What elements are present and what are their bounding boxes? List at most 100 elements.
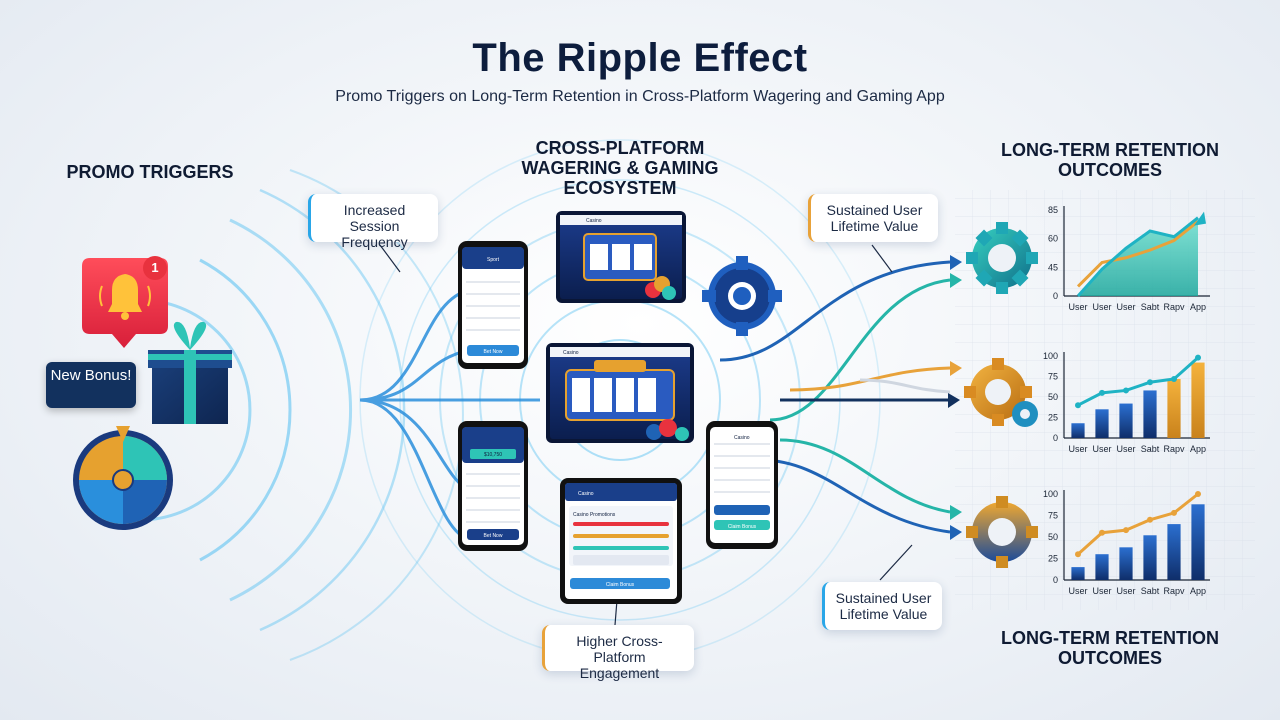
flow-arrows-right [719, 260, 951, 534]
x-tick-label: User [1092, 444, 1111, 454]
bar [1071, 423, 1085, 438]
phone-sport-top-button[interactable]: Bet Now [484, 349, 503, 355]
y-tick-label: 25 [1048, 554, 1058, 564]
gear-orange-icon [964, 358, 1038, 427]
notification-count-badge: 1 [143, 256, 167, 280]
bar [1119, 547, 1133, 580]
retention-heading-bottom: LONG-TERM RETENTION OUTCOMES [1001, 628, 1219, 668]
bar [1191, 362, 1205, 438]
y-tick-label: 0 [1053, 575, 1058, 585]
y-tick-label: 100 [1043, 489, 1058, 499]
gear-icon [702, 256, 782, 336]
bar [1143, 535, 1157, 580]
bar [1095, 409, 1109, 438]
trend-point [1195, 354, 1201, 361]
arrowheads [948, 255, 962, 540]
trend-point [1075, 551, 1081, 558]
new-bonus-badge: New Bonus! [46, 362, 136, 408]
bar [1119, 403, 1133, 438]
tablet-casino-bottom [560, 478, 682, 604]
bar [1167, 378, 1181, 438]
trend-line [1077, 356, 1199, 407]
y-tick-label: 60 [1048, 234, 1058, 244]
trend-arrowhead [1194, 211, 1206, 226]
x-tick-label: User [1068, 302, 1087, 312]
x-tick-label: App [1190, 302, 1206, 312]
y-tick-label: 25 [1048, 413, 1058, 423]
y-tick-label: 0 [1053, 433, 1058, 443]
x-tick-label: Sabt [1141, 444, 1160, 454]
page-title: The Ripple Effect [472, 36, 808, 80]
bar [1167, 524, 1181, 580]
tablet-bottom-card-title: Casino Promotions [573, 512, 616, 518]
x-tick-label: App [1190, 586, 1206, 596]
phone-sport-top-header: Sport [487, 257, 500, 263]
x-tick-label: User [1116, 302, 1135, 312]
trend-point [1075, 402, 1081, 409]
bar [1143, 390, 1157, 438]
x-tick-label: App [1190, 444, 1206, 454]
x-tick-label: User [1116, 586, 1135, 596]
tablet-bottom-button[interactable]: Claim Bonus [606, 582, 635, 588]
tablet-bottom-header: Casino [578, 491, 594, 497]
series-line-teal [1076, 216, 1199, 298]
phone-right-button[interactable]: Claim Bonus [728, 524, 757, 530]
phone-casino-right [706, 421, 778, 549]
tablet-casino-mid [546, 343, 694, 443]
phone-right-header: Casino [734, 435, 750, 441]
y-tick-label: 75 [1048, 511, 1058, 521]
phone-sport-bottom [458, 421, 528, 551]
trend-point [1171, 375, 1177, 382]
y-tick-label: 50 [1048, 392, 1058, 402]
trend-point [1123, 527, 1129, 534]
x-tick-label: User [1092, 586, 1111, 596]
page-subtitle: Promo Triggers on Long-Term Retention in… [335, 88, 945, 105]
series-area [1078, 217, 1198, 296]
trend-point [1099, 529, 1105, 536]
x-tick-label: User [1116, 444, 1135, 454]
trend-point [1147, 516, 1153, 523]
callout-lifetime-value-top: Sustained User Lifetime Value [808, 194, 938, 242]
x-tick-label: Rapv [1163, 586, 1185, 596]
bar [1071, 567, 1085, 580]
gear-gradient-icon [966, 496, 1038, 568]
tablet-top-header: Casino [586, 218, 602, 224]
bar [1191, 504, 1205, 580]
x-tick-label: User [1068, 586, 1087, 596]
y-tick-label: 0 [1053, 291, 1058, 301]
y-tick-label: 50 [1048, 532, 1058, 542]
y-tick-label: 85 [1048, 205, 1058, 215]
promo-triggers-heading: PROMO TRIGGERS [66, 162, 234, 182]
trend-point [1099, 389, 1105, 396]
callout-session-frequency: Increased Session Frequency [308, 194, 438, 250]
trend-point [1171, 509, 1177, 516]
y-tick-label: 45 [1048, 262, 1058, 272]
x-tick-label: Rapv [1163, 302, 1185, 312]
trend-point [1147, 379, 1153, 386]
gift-icon [148, 321, 232, 424]
callout-leaders [379, 244, 913, 626]
tablet-mid-header: Casino [563, 350, 579, 356]
phone-sport-top [458, 241, 528, 369]
prize-wheel-icon [73, 426, 173, 530]
callout-cross-platform-engagement: Higher Cross-Platform Engagement [542, 625, 694, 681]
trend-point [1123, 387, 1129, 394]
bell-icon [82, 258, 168, 348]
y-tick-label: 75 [1048, 372, 1058, 382]
phone-sport-bottom-amount: $10,750 [484, 452, 502, 458]
bar [1095, 554, 1109, 580]
x-tick-label: Rapv [1163, 444, 1185, 454]
x-tick-label: Sabt [1141, 302, 1160, 312]
callout-lifetime-value-bottom: Sustained User Lifetime Value [822, 582, 942, 630]
tablet-casino-top [556, 211, 686, 303]
x-tick-label: User [1092, 302, 1111, 312]
series-line-orange [1076, 220, 1199, 288]
phone-sport-bottom-button[interactable]: Bet Now [484, 533, 503, 539]
trend-point [1195, 491, 1201, 497]
y-tick-label: 100 [1043, 351, 1058, 361]
ecosystem-heading: CROSS-PLATFORM WAGERING & GAMING ECOSYST… [521, 138, 719, 198]
